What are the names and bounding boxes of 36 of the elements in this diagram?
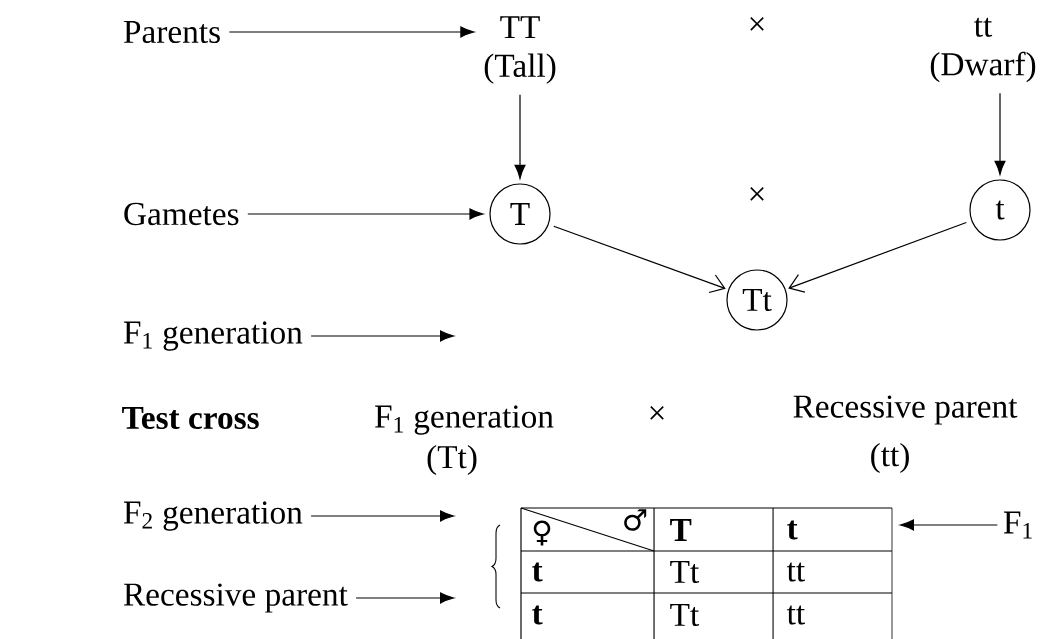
genotype-label: tt (Dwarf) [930,17,1036,83]
male-symbol: ♂ [624,509,647,531]
arrow [899,519,998,531]
arrow [247,208,484,220]
arrow [788,221,967,293]
stage-label: Gametes [124,202,239,226]
table-cell: t [532,562,543,582]
female-symbol: ♀ [533,520,551,546]
arrow [355,592,455,604]
arrow [553,225,726,294]
table-cell: tt [786,562,805,582]
arrow [228,26,475,38]
section-heading: Test cross [122,406,259,430]
stage-label: Parents [123,20,220,44]
cross-label: (tt) [871,442,909,474]
table-cell: T [670,519,692,541]
arrow [310,510,455,522]
cross-label: Recessive parent [793,395,1018,425]
stage-label: Recessive parent [123,583,348,613]
arrow [994,92,1006,175]
table-cell: Tt [670,560,700,584]
cross-sign: × [750,17,764,31]
stage-label: F$_{2}$ generation [123,501,303,531]
genotype-label: TT (Tall) [484,16,556,84]
cross-label: F$_{1}$ generation [375,405,554,435]
cross-sign: × [650,406,664,420]
arrow [514,94,526,179]
generation-label: F$_{1}$ [1003,511,1032,539]
arrow [310,330,455,342]
cross-label: (Tt) [427,444,477,476]
table-cell: tt [786,605,805,625]
stage-label: F$_{1}$ generation [123,321,303,351]
table-cell: t [532,605,543,625]
table-cell: t [787,520,798,540]
cross-sign: × [750,187,764,201]
table-cell: Tt [670,603,700,627]
